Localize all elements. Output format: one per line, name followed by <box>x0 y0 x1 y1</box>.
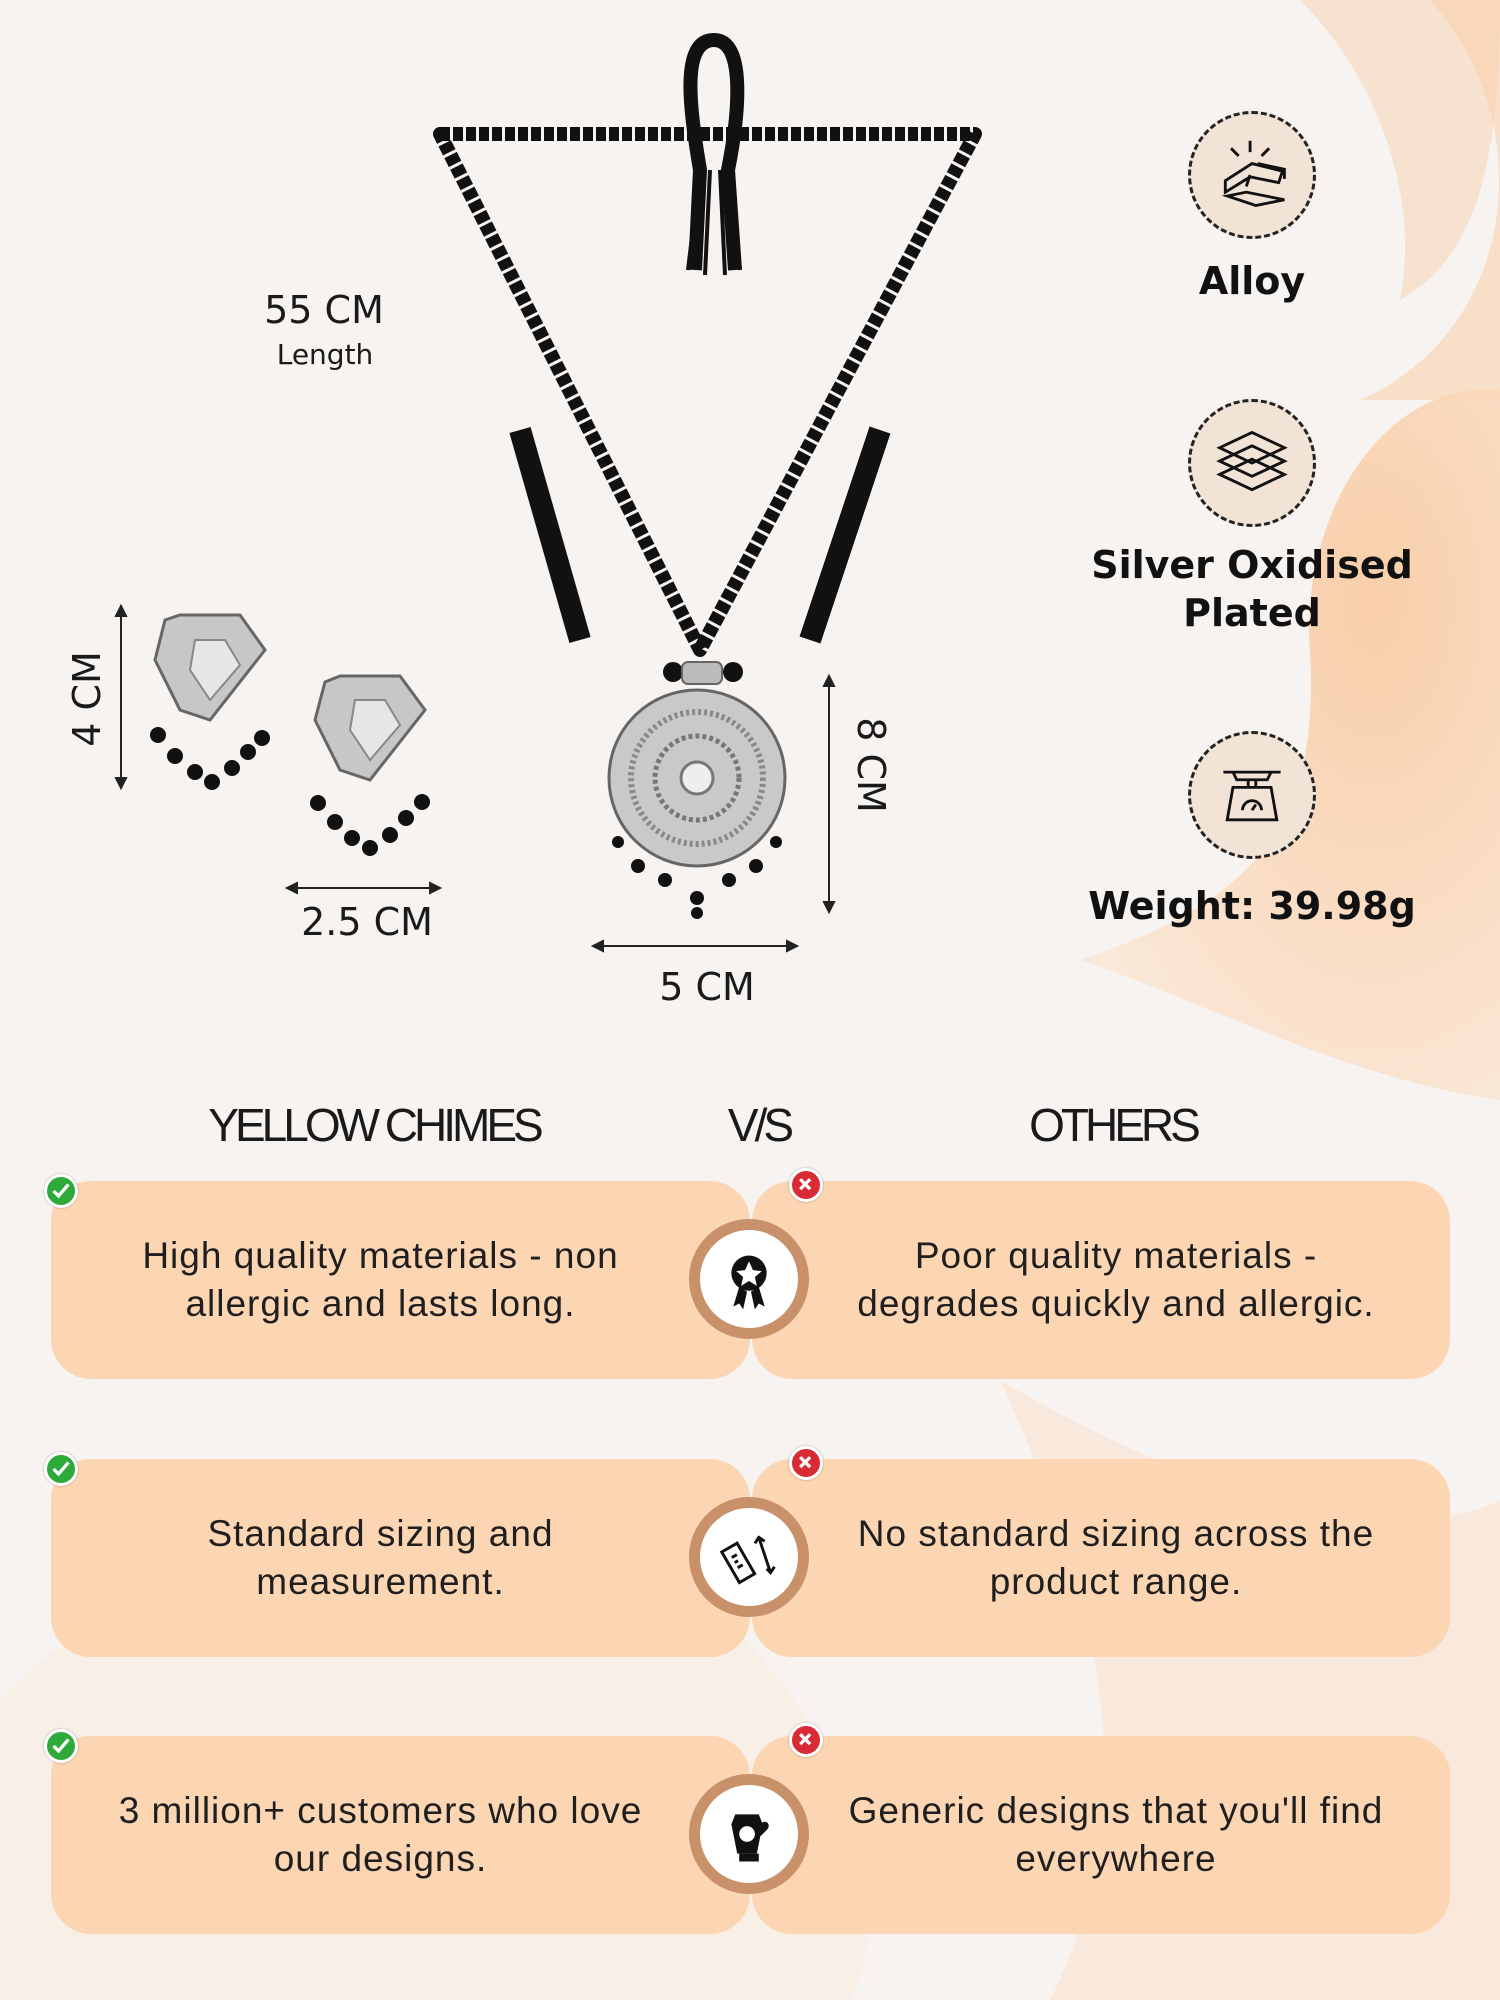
brand-point-text: High quality materials - non allergic an… <box>142 1234 619 1324</box>
earring-image <box>150 613 430 856</box>
quality-badge-icon <box>689 1219 809 1339</box>
check-icon <box>44 1729 78 1763</box>
brand-column-title: YELLOW CHIMES <box>208 1099 543 1151</box>
earring-width: 2.5 CM <box>301 900 433 944</box>
earring-height: 4 CM <box>65 651 109 747</box>
others-point-card: Generic designs that you'll find everywh… <box>752 1736 1450 1934</box>
others-point-card: No standard sizing across the product ra… <box>752 1459 1450 1657</box>
dimension-arrows <box>114 603 836 953</box>
brand-point-card: 3 million+ customers who love our design… <box>51 1736 750 1934</box>
feature-alloy: Alloy <box>1198 259 1306 303</box>
others-point-card: Poor quality materials - degrades quickl… <box>752 1181 1450 1379</box>
others-point-text: Poor quality materials - degrades quickl… <box>857 1234 1375 1324</box>
feature-plating: Silver Oxidised Plated <box>1091 543 1413 635</box>
necklace-length: 55 CM <box>264 288 384 332</box>
brand-point-text: Standard sizing and measurement. <box>207 1512 554 1602</box>
others-column-title: OTHERS <box>1029 1099 1201 1151</box>
customer-love-icon <box>689 1774 809 1894</box>
others-point-text: Generic designs that you'll find everywh… <box>848 1789 1384 1879</box>
cross-icon <box>789 1723 823 1757</box>
pendant-height: 8 CM <box>849 717 893 813</box>
necklace-length-label: Length <box>276 338 374 371</box>
weighing-scale-icon <box>1188 731 1316 859</box>
brand-point-card: High quality materials - non allergic an… <box>51 1181 750 1379</box>
others-point-text: No standard sizing across the product ra… <box>857 1512 1375 1602</box>
brand-point-text: 3 million+ customers who love our design… <box>118 1789 643 1879</box>
check-icon <box>44 1174 78 1208</box>
cross-icon <box>789 1168 823 1202</box>
necklace-image <box>114 33 982 953</box>
ruler-measure-icon <box>689 1497 809 1617</box>
gold-bars-icon <box>1188 111 1316 239</box>
cross-icon <box>789 1446 823 1480</box>
layers-icon <box>1188 399 1316 527</box>
feature-weight: Weight: 39.98g <box>1088 884 1416 928</box>
pendant-width: 5 CM <box>659 965 755 1009</box>
brand-point-card: Standard sizing and measurement. <box>51 1459 750 1657</box>
check-icon <box>44 1452 78 1486</box>
vs-label: V/S <box>727 1099 794 1151</box>
